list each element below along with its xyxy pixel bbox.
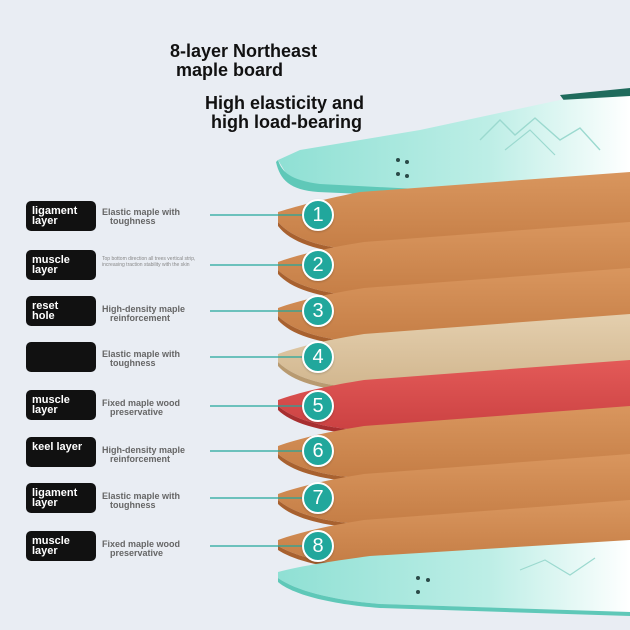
layer-8-number-badge: 8 — [302, 530, 334, 562]
layer-6-badge: keel layer — [26, 437, 96, 467]
layer-3-desc-line2: reinforcement — [110, 313, 171, 323]
layer-7-description: Elastic maple with toughness — [102, 492, 212, 510]
layer-3-description: High-density maple reinforcement — [102, 305, 212, 323]
layer-8-desc-line1: Fixed maple wood — [102, 539, 181, 549]
layer-2-description: Top bottom direction all trees vertical … — [102, 256, 212, 268]
layer-8-badge-line2: layer — [32, 545, 58, 557]
layer-2-badge: muscle layer — [26, 250, 96, 280]
layer-7-badge: ligament layer — [26, 483, 96, 513]
layer-5-desc-line2: preservative — [110, 407, 164, 417]
layer-2-badge-line1: muscle — [32, 254, 70, 266]
layer-8-description: Fixed maple wood preservative — [102, 540, 212, 558]
layer-6-badge-line1: keel layer — [32, 441, 83, 453]
layer-6-description: High-density maple reinforcement — [102, 446, 212, 464]
layer-3-badge-line1: reset — [32, 300, 59, 312]
layer-8-badge-line1: muscle — [32, 535, 70, 547]
layer-3-badge: reset hole — [26, 296, 96, 326]
title: 8-layer Northeast maple board — [170, 42, 317, 80]
layer-3-number-badge: 3 — [302, 295, 334, 327]
layer-2-number-badge: 2 — [302, 249, 334, 281]
layer-5-number-badge: 5 — [302, 390, 334, 422]
layer-1-badge-line2: layer — [32, 215, 58, 227]
layer-1-desc-line1: Elastic maple with — [102, 207, 181, 217]
subtitle-line2: high load-bearing — [211, 111, 362, 132]
title-line2: maple board — [176, 59, 284, 80]
layer-2-desc-line1: Top bottom direction all trees vertical … — [102, 256, 196, 268]
layer-5-badge: muscle layer — [26, 390, 96, 420]
subtitle: High elasticity and high load-bearing — [205, 94, 364, 132]
layer-6-number-badge: 6 — [302, 435, 334, 467]
layer-7-number-badge: 7 — [302, 482, 334, 514]
layer-4-desc-line1: Elastic maple with — [102, 349, 181, 359]
layer-5-badge-line1: muscle — [32, 394, 70, 406]
connector-lines — [210, 214, 304, 547]
subtitle-line1: High elasticity and — [205, 93, 365, 113]
layer-3-desc-line1: High-density maple — [102, 304, 186, 314]
layer-1-badge-line1: ligament — [32, 205, 78, 217]
layer-4-badge — [26, 342, 96, 372]
layer-6-desc-line1: High-density maple — [102, 445, 186, 455]
layer-3-badge-line2: hole — [32, 310, 55, 322]
layer-4-number-badge: 4 — [302, 341, 334, 373]
bottom-deck — [278, 540, 630, 616]
title-line1: 8-layer Northeast — [170, 41, 318, 61]
layer-4-description: Elastic maple with toughness — [102, 350, 212, 368]
layer-7-desc-line1: Elastic maple with — [102, 491, 181, 501]
layer-7-desc-line2: toughness — [110, 500, 156, 510]
layer-1-description: Elastic maple with toughness — [102, 208, 212, 226]
layer-8-desc-line2: preservative — [110, 548, 164, 558]
layer-5-badge-line2: layer — [32, 404, 58, 416]
layer-1-desc-line2: toughness — [110, 216, 156, 226]
layer-6-desc-line2: reinforcement — [110, 454, 171, 464]
layer-7-badge-line1: ligament — [32, 487, 78, 499]
layer-8-badge: muscle layer — [26, 531, 96, 561]
layer-1-badge: ligament layer — [26, 201, 96, 231]
layer-5-desc-line1: Fixed maple wood — [102, 398, 181, 408]
layer-2-badge-line2: layer — [32, 264, 58, 276]
layer-7-badge-line2: layer — [32, 497, 58, 509]
layer-1-number-badge: 1 — [302, 199, 334, 231]
layer-4-desc-line2: toughness — [110, 358, 156, 368]
layer-5-description: Fixed maple wood preservative — [102, 399, 212, 417]
